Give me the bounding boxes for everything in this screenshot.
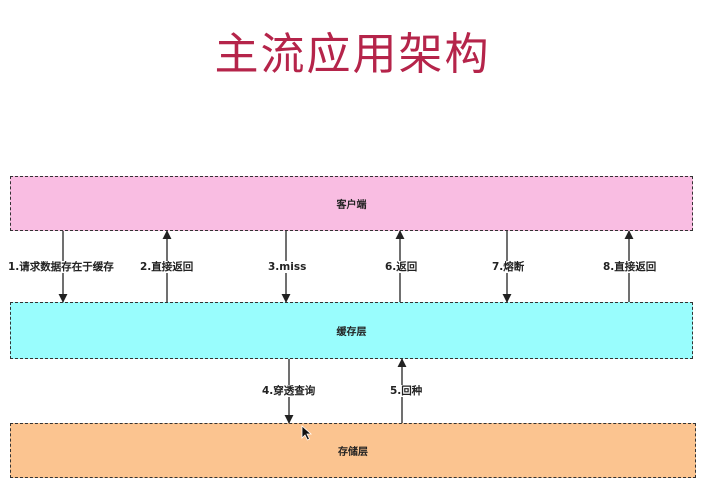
flow-label-3: 3.miss — [268, 261, 307, 273]
flow-label-5: 5.回种 — [390, 385, 423, 397]
flow-label-7: 7.熔断 — [492, 261, 525, 273]
flow-label-2: 2.直接返回 — [140, 261, 194, 273]
flow-label-8: 8.直接返回 — [603, 261, 657, 273]
flow-label-1: 1.请求数据存在于缓存 — [8, 261, 114, 273]
page-title: 主流应用架构 — [214, 29, 491, 80]
flow-label-4: 4.穿透查询 — [262, 385, 316, 397]
cache-layer: 缓存层 — [10, 302, 693, 359]
mouse-pointer-icon — [301, 425, 313, 441]
storage-layer-label: 存储层 — [338, 447, 368, 458]
storage-layer: 存储层 — [10, 423, 696, 478]
cache-layer-label: 缓存层 — [336, 327, 367, 338]
client-layer-label: 客户端 — [336, 200, 367, 211]
flow-label-6: 6.返回 — [385, 261, 418, 273]
client-layer: 客户端 — [10, 176, 693, 231]
